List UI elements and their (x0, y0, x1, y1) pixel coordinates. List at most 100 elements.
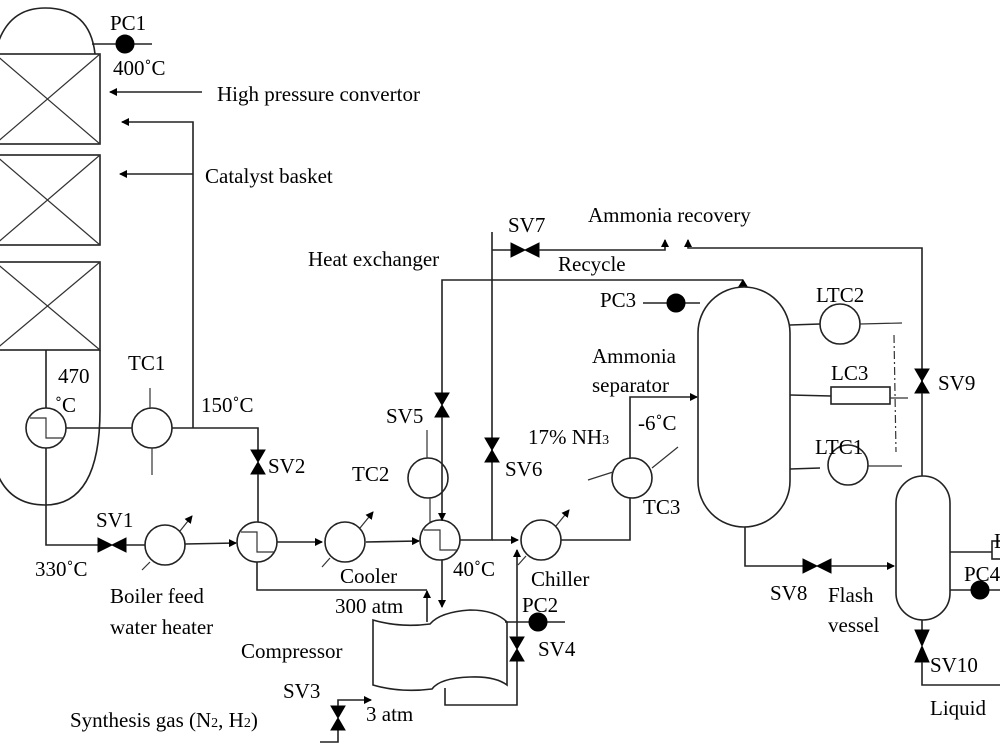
ammonia-separator-label-1: Ammonia (592, 344, 677, 368)
recycle-label: Recycle (558, 252, 626, 276)
sv6-valve[interactable] (484, 437, 500, 463)
chiller (517, 509, 570, 566)
ltc2-controller (819, 303, 861, 345)
sv6-line (460, 232, 512, 541)
pc3-sensor (666, 293, 686, 313)
ltc2-label: LTC2 (816, 283, 864, 307)
synthesis-gas-label: Synthesis gas (N2, H2) (70, 708, 258, 732)
heat-exchanger-2 (236, 521, 278, 563)
tc3-controller (611, 457, 653, 499)
sv7-label: SV7 (508, 213, 545, 237)
compressor-label: Compressor (241, 639, 343, 663)
pc1-label: PC1 (110, 11, 146, 35)
quench-line-top (121, 118, 194, 428)
tc2-controller (407, 457, 449, 499)
sv10-label: SV10 (930, 653, 978, 677)
boiler-label-2: water heater (110, 615, 213, 639)
sv2-label: SV2 (268, 454, 305, 478)
sv9-label: SV9 (938, 371, 975, 395)
synthesis-gas-inlet (320, 730, 339, 743)
lc4-label-partial: L (994, 529, 1000, 553)
cooler (321, 511, 374, 568)
tc2-stems (426, 430, 431, 522)
line-minus6c (629, 393, 698, 458)
ammonia-recovery-line-2 (684, 239, 923, 390)
sv6-label: SV6 (505, 457, 542, 481)
sv2-valve[interactable] (250, 449, 266, 475)
liquid-label: Liquid (930, 696, 986, 720)
ammonia-recovery-line-1 (539, 239, 669, 251)
signal-dash-line (893, 334, 897, 453)
flash-vessel-label-2: vessel (828, 613, 879, 637)
sv5-label: SV5 (386, 404, 423, 428)
sv7-valve[interactable] (510, 242, 540, 258)
nh3-label: 17% NH3 (528, 425, 609, 449)
ltc2-line (789, 323, 821, 326)
cooler-hx3-line (365, 537, 420, 546)
tc1-stems (149, 388, 153, 475)
compressor (372, 609, 508, 692)
temp-minus6c: -6˚C (638, 411, 677, 435)
high-pressure-convertor (0, 7, 101, 506)
sv4-label: SV4 (538, 637, 576, 661)
pc1-sensor (115, 34, 135, 54)
ltc1-line (789, 467, 821, 470)
ltc1-controller (827, 444, 869, 486)
compressor-recycle-line (444, 661, 518, 706)
pc4-label-partial: PC4 (964, 562, 1000, 586)
pc2-label: PC2 (522, 593, 558, 617)
cooler-label: Cooler (340, 564, 397, 588)
heat-exchanger-label: Heat exchanger (308, 247, 439, 271)
boiler-label-1: Boiler feed (110, 584, 204, 608)
lc4-controller (991, 540, 1000, 560)
line-150c (172, 427, 259, 450)
catalyst-basket-label: Catalyst basket (205, 164, 333, 188)
ltc1-label: LTC1 (815, 435, 863, 459)
pressure-300atm: 300 atm (335, 594, 403, 618)
sv10-valve[interactable] (914, 629, 930, 663)
sv8-valve[interactable] (802, 558, 832, 574)
recycle-line (441, 279, 743, 395)
sv8-label: SV8 (770, 581, 807, 605)
pc4-sensor (970, 580, 990, 600)
sv5-valve[interactable] (434, 392, 450, 418)
tc1-controller (131, 407, 173, 449)
chiller-tc3-line (561, 498, 631, 541)
tc3-label: TC3 (643, 495, 680, 519)
sv1-label: SV1 (96, 508, 133, 532)
temp-400c: 400˚C (113, 56, 166, 80)
sv1-valve[interactable] (97, 537, 127, 553)
hx2-return-line (256, 562, 427, 591)
lc3-controller (830, 386, 891, 405)
temp-150c: 150˚C (201, 393, 254, 417)
heat-exchanger-3 (419, 519, 461, 561)
heater-hx2-line (184, 539, 237, 548)
ammonia-separator-label-2: separator (592, 373, 669, 397)
temp-330c: 330˚C (35, 557, 88, 581)
flash-vessel (895, 475, 951, 621)
pc2-sensor (528, 612, 548, 632)
lc3-line (789, 394, 832, 397)
flash-vessel-label-1: Flash (828, 583, 874, 607)
sv9-valve[interactable] (914, 368, 930, 394)
liquid-line (921, 662, 1000, 686)
chiller-label: Chiller (531, 567, 589, 591)
line-330c (45, 448, 98, 546)
sv3-valve[interactable] (330, 705, 346, 731)
tc3-stems (587, 446, 679, 481)
sv3-label: SV3 (283, 679, 320, 703)
hp-convertor-label: High pressure convertor (217, 82, 420, 106)
pressure-3atm: 3 atm (366, 702, 413, 726)
boiler-feed-water-heater (141, 515, 193, 571)
temp-470-label: 470 (58, 364, 90, 388)
separator-bottom-line (744, 527, 803, 567)
temp-40c: 40˚C (453, 557, 495, 581)
ammonia-recovery-label: Ammonia recovery (588, 203, 751, 227)
lc3-label: LC3 (831, 361, 868, 385)
tc2-label: TC2 (352, 462, 389, 486)
sv3-compressor-line (337, 696, 372, 706)
sv4-valve[interactable] (509, 636, 525, 662)
ammonia-separator (697, 286, 791, 528)
